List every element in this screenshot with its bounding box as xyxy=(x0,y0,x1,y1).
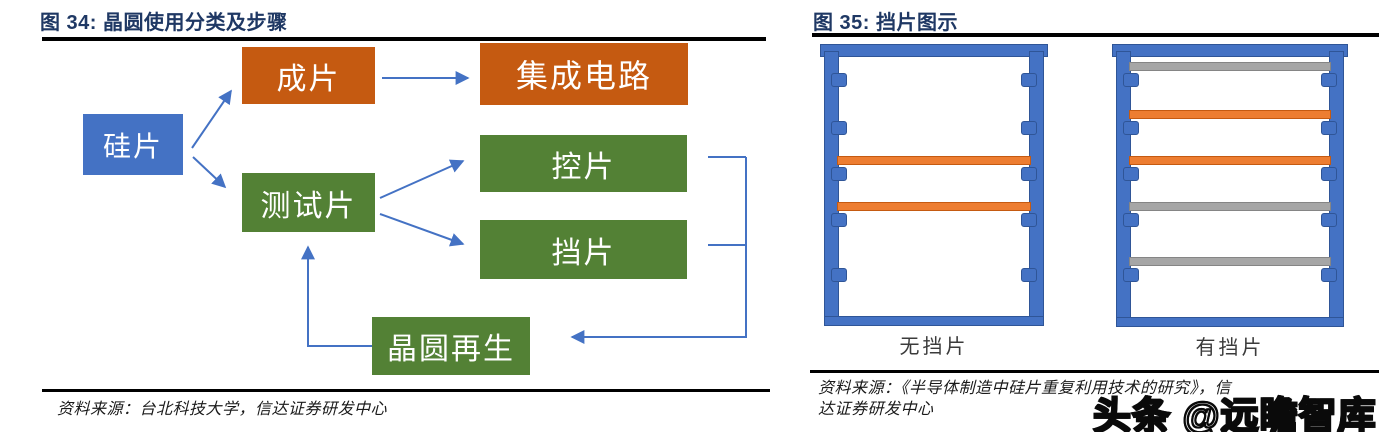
slot-tab xyxy=(1123,73,1139,87)
node-silicon-wafer: 硅片 xyxy=(83,114,183,175)
label-with-dummy: 有挡片 xyxy=(1195,337,1265,359)
slot-tab xyxy=(831,73,847,87)
slot-tab xyxy=(1321,167,1337,181)
slot-tab xyxy=(1321,121,1337,135)
cassette-with-dummy xyxy=(1112,44,1348,327)
node-test-wafer: 测试片 xyxy=(242,173,375,232)
slot-tab xyxy=(831,268,847,282)
slot-tab xyxy=(1123,121,1139,135)
slot-tab xyxy=(1021,213,1037,227)
arrow-test-to-dummy xyxy=(379,213,465,247)
cassette-top-rail xyxy=(1112,44,1348,57)
dummy-wafer-bar-gray xyxy=(1129,62,1331,71)
figure35-title-rule xyxy=(812,33,1379,37)
arrow-silicon-to-prime xyxy=(191,89,232,149)
slot-tab xyxy=(1021,73,1037,87)
node-dummy-wafer: 挡片 xyxy=(480,220,687,279)
slot-tab xyxy=(1021,167,1037,181)
slot-tab xyxy=(831,213,847,227)
cassette-left-rail xyxy=(824,51,839,323)
watermark: 头条 @远瞻智库 xyxy=(1092,395,1377,432)
dummy-wafer-bar-gray xyxy=(1129,202,1331,211)
cassette-left-rail xyxy=(1116,51,1131,324)
arrow-loop-to-reclaim xyxy=(570,157,747,344)
cassette-right-rail xyxy=(1029,51,1044,323)
wafer-bar-orange xyxy=(837,202,1031,211)
cassette-bottom-rail xyxy=(1116,317,1344,327)
cassette-without-dummy xyxy=(820,44,1048,326)
slot-tab xyxy=(831,121,847,135)
flowchart-arrows xyxy=(191,71,747,347)
node-control-wafer: 控片 xyxy=(480,135,687,192)
cassette-bottom-rail xyxy=(824,316,1044,326)
dummy-wafer-bar-gray xyxy=(1129,257,1331,266)
arrow-test-to-control xyxy=(379,159,465,199)
slot-tab xyxy=(1321,73,1337,87)
figure35-title: 图 35: 挡片图示 xyxy=(813,12,959,34)
node-wafer-reclaim: 晶圆再生 xyxy=(372,317,530,375)
figure34-title: 图 34: 晶圆使用分类及步骤 xyxy=(40,12,288,34)
cassette-right-rail xyxy=(1329,51,1344,324)
figure35-source-line2: 达证券研发中心 xyxy=(818,401,934,418)
node-prime-wafer: 成片 xyxy=(242,47,375,104)
cassette-top-rail xyxy=(820,44,1048,57)
figure34-bottom-rule xyxy=(42,389,770,392)
slot-tab xyxy=(1321,268,1337,282)
slot-tab xyxy=(1123,213,1139,227)
wafer-bar-orange xyxy=(837,156,1031,165)
slot-tab xyxy=(1123,167,1139,181)
slot-tab xyxy=(831,167,847,181)
figure34-source: 资料来源：台北科技大学，信达证券研发中心 xyxy=(57,401,388,418)
label-without-dummy: 无挡片 xyxy=(899,336,969,358)
slot-tab xyxy=(1321,213,1337,227)
figure35-bottom-rule xyxy=(810,370,1379,373)
slot-tab xyxy=(1021,268,1037,282)
figure35-source-line1: 资料来源：《半导体制造中硅片重复利用技术的研究》，信 xyxy=(818,380,1232,397)
slot-tab xyxy=(1021,121,1037,135)
slot-tab xyxy=(1123,268,1139,282)
arrow-reclaim-to-test xyxy=(301,245,372,347)
wafer-bar-orange xyxy=(1129,110,1331,119)
figure34-title-rule xyxy=(42,37,766,41)
node-integrated-circuit: 集成电路 xyxy=(480,43,688,105)
arrow-silicon-to-test xyxy=(192,156,227,189)
wafer-bar-orange xyxy=(1129,156,1331,165)
